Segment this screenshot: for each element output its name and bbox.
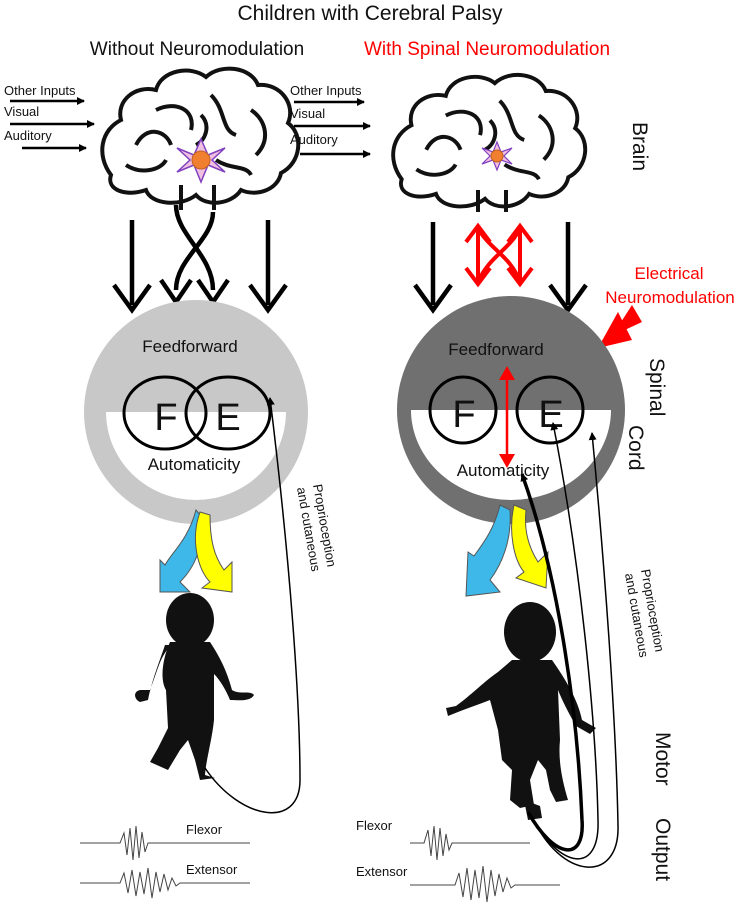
left-emg-extensor-label: Extensor: [186, 862, 238, 877]
left-automaticity-label: Automaticity: [148, 455, 241, 474]
right-descending-arrows: [413, 222, 588, 314]
stim-label-line2: Neuromodulation: [605, 288, 734, 307]
right-child-silhouette: [446, 602, 596, 820]
left-emg-flexor-trace: [80, 825, 250, 861]
right-automaticity-label: Automaticity: [457, 461, 550, 480]
right-flexor-output-arrow: [465, 504, 511, 597]
left-descending-arrows: [112, 204, 288, 314]
left-extensor-circle: [184, 375, 272, 451]
left-emg-extensor-trace: [80, 867, 250, 899]
left-flexor-circle: [122, 375, 208, 451]
right-emg-extensor-trace: [410, 865, 560, 903]
right-emg: Flexor Extensor: [356, 818, 560, 903]
left-inputs: Other Inputs Visual Auditory: [4, 83, 95, 152]
right-extensor-letter: E: [538, 394, 563, 436]
left-emg: Flexor Extensor: [80, 822, 250, 899]
stim-label-line1: Electrical: [635, 264, 704, 283]
side-label-brain: Brain: [628, 122, 651, 171]
left-feedforward-label: Feedforward: [142, 337, 237, 356]
side-label-spinal-cord-line1: Spinal: [645, 358, 668, 416]
left-brain: [100, 66, 301, 210]
left-panel-heading: Without Neuromodulation: [90, 39, 304, 60]
right-extensor-circle: [515, 375, 585, 445]
left-flexor-letter: F: [154, 397, 177, 439]
right-input-visual: Visual: [290, 106, 325, 121]
left-input-auditory: Auditory: [4, 128, 52, 143]
right-flexor-letter: F: [452, 394, 475, 436]
right-red-bidirectional-arrows: [464, 222, 534, 288]
right-panel-heading: With Spinal Neuromodulation: [364, 39, 610, 60]
right-feedback-loops: [520, 422, 619, 868]
side-label-motor-output-line2: Output: [651, 818, 674, 881]
right-emg-flexor-label: Flexor: [356, 818, 393, 833]
left-input-other: Other Inputs: [4, 83, 76, 98]
left-extensor-output-arrow: [194, 511, 233, 593]
diagram-title: Children with Cerebral Palsy: [238, 2, 503, 25]
left-child-silhouette: [135, 593, 254, 780]
electrical-neuromodulation: Electrical Neuromodulation: [598, 264, 735, 348]
left-extensor-letter: E: [215, 397, 240, 439]
right-output-arrows: [465, 504, 549, 597]
right-emg-flexor-trace: [410, 825, 530, 861]
left-output-arrows: [159, 508, 233, 593]
left-emg-flexor-label: Flexor: [186, 822, 223, 837]
side-label-motor-output-line1: Motor: [651, 732, 674, 786]
right-emg-extensor-label: Extensor: [356, 864, 408, 879]
left-spinal-cord: Feedforward Automaticity F E: [84, 300, 308, 524]
right-inputs: Other Inputs Visual Auditory: [290, 83, 371, 158]
right-neuron-icon: [481, 140, 513, 172]
right-flexor-circle: [428, 375, 498, 445]
right-brain: [391, 72, 588, 212]
right-feedforward-label: Feedforward: [448, 340, 543, 359]
right-input-auditory: Auditory: [290, 132, 338, 147]
stim-arrow-icon: [598, 312, 632, 348]
side-label-spinal-cord-line2: Cord: [624, 425, 647, 471]
right-input-other: Other Inputs: [290, 83, 362, 98]
left-input-visual: Visual: [4, 104, 39, 119]
right-red-vertical-arrow: [499, 366, 515, 468]
left-neuron-icon: [176, 137, 226, 184]
right-extensor-output-arrow: [511, 504, 549, 589]
right-spinal-cord: Feedforward Automaticity F E: [397, 296, 625, 524]
